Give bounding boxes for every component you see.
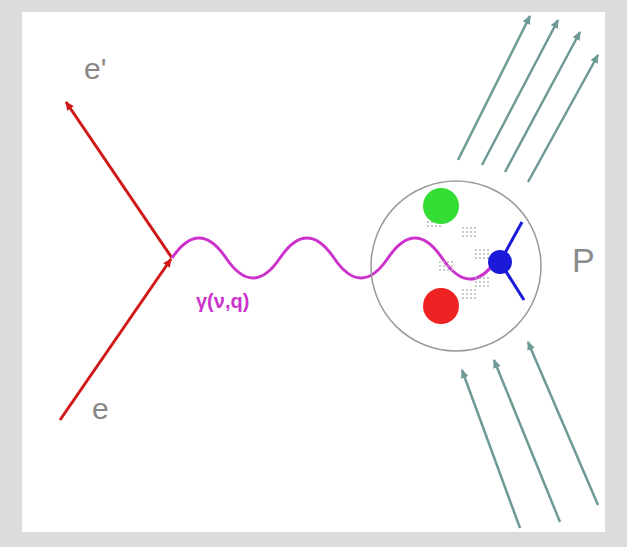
proton-circle: P <box>368 178 618 354</box>
outgoing-jets <box>458 16 598 182</box>
proton-outline <box>368 178 544 354</box>
photon-label: γ(ν,q) <box>196 290 249 312</box>
incoming-beam <box>462 342 598 528</box>
outgoing-electron <box>66 102 172 258</box>
electron-label: e' <box>84 52 106 85</box>
proton-label: P <box>572 242 595 279</box>
photon-wave <box>172 238 495 279</box>
electron-label: e <box>92 392 109 425</box>
incoming-electron <box>60 259 171 420</box>
white-ground <box>22 12 605 532</box>
